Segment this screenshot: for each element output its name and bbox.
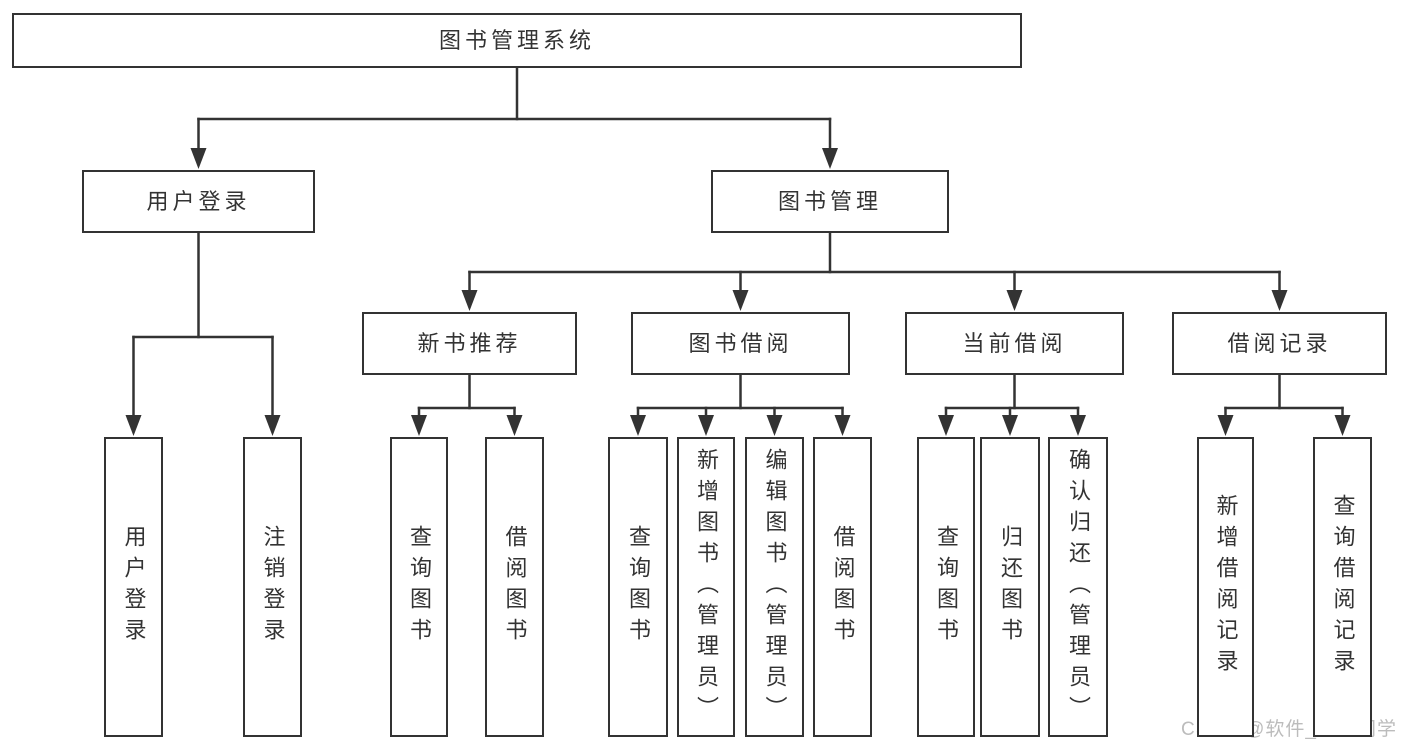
node-label-borrow-4: 借阅图书 bbox=[830, 525, 856, 649]
node-label-login-1: 用户登录 bbox=[121, 525, 147, 649]
node-borrow: 图书借阅 bbox=[631, 312, 850, 375]
node-label-borrow-3: 编辑图书（管理员） bbox=[762, 447, 788, 727]
node-label-root: 图书管理系统 bbox=[438, 27, 595, 53]
node-label-borrow: 图书借阅 bbox=[688, 330, 793, 356]
node-borrow-4: 借阅图书 bbox=[813, 437, 872, 737]
node-rec-1: 查询图书 bbox=[390, 437, 448, 737]
arrowhead-icon bbox=[506, 415, 523, 436]
node-label-records-1: 新增借阅记录 bbox=[1213, 494, 1239, 680]
arrowhead-icon bbox=[630, 415, 646, 436]
node-label-borrow-1: 查询图书 bbox=[626, 525, 651, 649]
arrowhead-icon bbox=[461, 290, 478, 311]
node-label-rec-1: 查询图书 bbox=[407, 525, 432, 649]
node-rec: 新书推荐 bbox=[362, 312, 577, 375]
arrowhead-icon bbox=[822, 148, 838, 169]
node-label-mgmt: 图书管理 bbox=[777, 188, 882, 214]
arrowhead-icon bbox=[938, 415, 954, 436]
node-records-1: 新增借阅记录 bbox=[1197, 437, 1254, 737]
node-current-3: 确认归还（管理员） bbox=[1048, 437, 1108, 737]
node-label-rec: 新书推荐 bbox=[417, 330, 522, 356]
node-label-login: 用户登录 bbox=[146, 188, 251, 214]
node-current-2: 归还图书 bbox=[980, 437, 1040, 737]
arrowhead-icon bbox=[1334, 415, 1351, 436]
arrowhead-icon bbox=[732, 290, 749, 311]
node-current-1: 查询图书 bbox=[917, 437, 975, 737]
arrowhead-icon bbox=[411, 415, 427, 436]
arrowhead-icon bbox=[1002, 415, 1018, 436]
node-login-2: 注销登录 bbox=[243, 437, 302, 737]
arrowhead-icon bbox=[1271, 290, 1288, 311]
node-mgmt: 图书管理 bbox=[711, 170, 949, 233]
node-label-current-3: 确认归还（管理员） bbox=[1066, 447, 1091, 727]
arrowhead-icon bbox=[125, 415, 142, 436]
node-label-records: 借阅记录 bbox=[1227, 330, 1332, 356]
arrowhead-icon bbox=[264, 415, 281, 436]
node-records: 借阅记录 bbox=[1172, 312, 1387, 375]
node-label-rec-2: 借阅图书 bbox=[502, 525, 528, 649]
node-records-2: 查询借阅记录 bbox=[1313, 437, 1372, 737]
node-borrow-3: 编辑图书（管理员） bbox=[745, 437, 804, 737]
arrowhead-icon bbox=[766, 415, 783, 436]
node-root: 图书管理系统 bbox=[12, 13, 1022, 68]
arrowhead-icon bbox=[1006, 290, 1023, 311]
node-current: 当前借阅 bbox=[905, 312, 1124, 375]
node-login-1: 用户登录 bbox=[104, 437, 163, 737]
arrowhead-icon bbox=[834, 415, 851, 436]
node-borrow-1: 查询图书 bbox=[608, 437, 668, 737]
node-label-records-2: 查询借阅记录 bbox=[1330, 494, 1356, 680]
arrowhead-icon bbox=[190, 148, 207, 169]
node-label-borrow-2: 新增图书（管理员） bbox=[694, 447, 719, 727]
node-rec-2: 借阅图书 bbox=[485, 437, 544, 737]
arrowhead-icon bbox=[1070, 415, 1086, 436]
arrowhead-icon bbox=[1217, 415, 1234, 436]
arrowhead-icon bbox=[698, 415, 714, 436]
node-label-current: 当前借阅 bbox=[962, 330, 1067, 356]
node-label-current-1: 查询图书 bbox=[934, 525, 959, 649]
node-login: 用户登录 bbox=[82, 170, 315, 233]
node-label-current-2: 归还图书 bbox=[998, 525, 1023, 649]
node-borrow-2: 新增图书（管理员） bbox=[677, 437, 735, 737]
node-label-login-2: 注销登录 bbox=[260, 525, 286, 649]
